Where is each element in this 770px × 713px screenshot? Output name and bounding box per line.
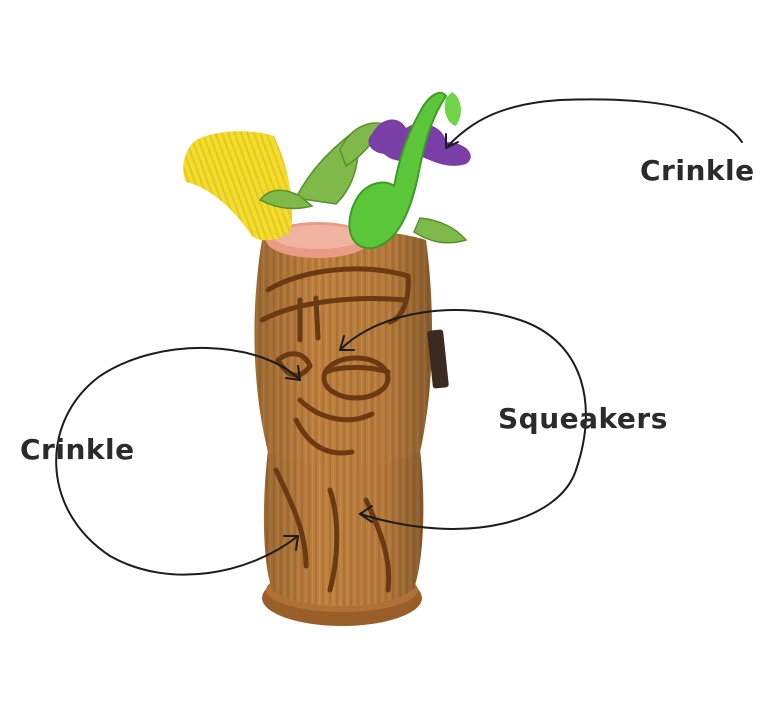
arrow-top-crinkle bbox=[445, 98, 743, 149]
mint-leaves bbox=[258, 122, 468, 244]
tiki-face-art bbox=[259, 266, 411, 593]
tiki-mug-toy bbox=[183, 91, 471, 626]
callout-label-squeakers: Squeakers bbox=[498, 402, 668, 435]
pineapple-wedge bbox=[183, 131, 293, 241]
brand-tag bbox=[427, 329, 449, 389]
arrow-squeakers bbox=[339, 309, 587, 530]
callout-label-crinkle-left: Crinkle bbox=[20, 433, 135, 466]
callout-arrows bbox=[55, 98, 743, 576]
callout-label-crinkle-top: Crinkle bbox=[640, 154, 755, 187]
green-straw bbox=[348, 91, 448, 250]
arrow-left-crinkle bbox=[55, 347, 301, 576]
